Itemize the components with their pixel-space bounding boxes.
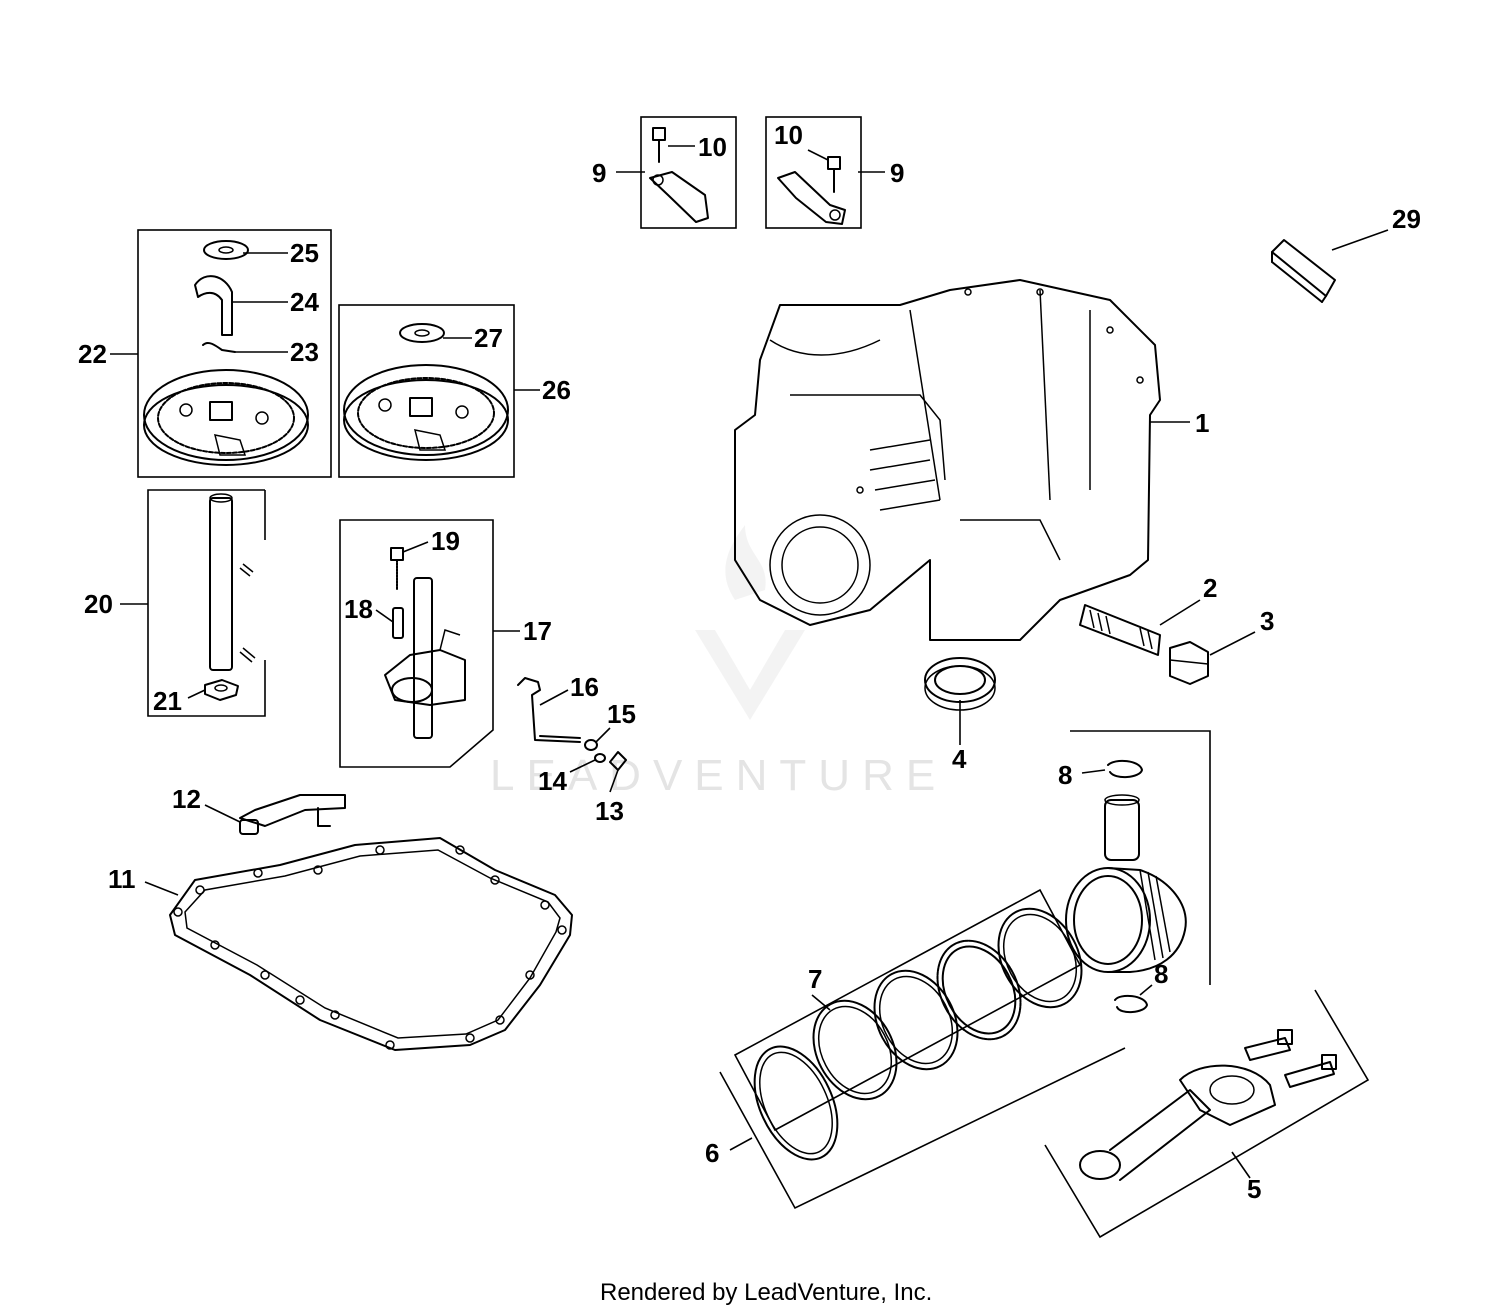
callout-9-left: 9: [592, 158, 606, 188]
shaft-20-box: [147, 489, 266, 717]
callout-25: 25: [290, 238, 319, 268]
callout-5: 5: [1247, 1174, 1261, 1204]
callout-22: 22: [78, 339, 107, 369]
callout-21: 21: [153, 686, 182, 716]
part-3-nut: [1169, 641, 1209, 685]
part-7-rings: [812, 907, 1083, 1101]
callout-7: 7: [808, 964, 822, 994]
callout-labels: 1 2 3 4 5 6 7 8 8 9 9 10 10 11 12 13 14 …: [78, 120, 1421, 1204]
callout-10-right: 10: [774, 120, 803, 150]
part-19-bolt: [390, 547, 404, 591]
callout-29: 29: [1392, 204, 1421, 234]
ring-set-box: [733, 888, 1082, 1132]
part-18-pin: [392, 607, 404, 639]
part-14-oring: [594, 753, 606, 763]
callout-12: 12: [172, 784, 201, 814]
callout-26: 26: [542, 375, 571, 405]
leader-lines: [110, 145, 1389, 1179]
callout-17: 17: [523, 616, 552, 646]
callout-15: 15: [607, 699, 636, 729]
callout-14: 14: [538, 766, 567, 796]
part-8-clip-top: [1107, 759, 1143, 778]
part-6-ring: [753, 1045, 839, 1161]
part-26-gear: [343, 364, 509, 461]
callout-3: 3: [1260, 606, 1274, 636]
callout-1: 1: [1195, 408, 1209, 438]
callout-19: 19: [431, 526, 460, 556]
callout-10-left: 10: [698, 132, 727, 162]
callout-24: 24: [290, 287, 319, 317]
watermark-text: LEADVENTURE: [490, 751, 947, 800]
part-13-clip: [609, 751, 627, 771]
part-17-oil-pump: [384, 577, 466, 739]
part-20-shaft: [209, 493, 256, 671]
callout-4: 4: [952, 744, 967, 774]
part-24-flyweight: [194, 275, 233, 336]
part-5-connecting-rod: [1079, 1029, 1337, 1181]
part-22-cam-gear: [143, 369, 309, 466]
bracket-right-part: [777, 156, 846, 225]
callout-11: 11: [108, 864, 136, 894]
piston: [1065, 867, 1187, 973]
callout-27: 27: [474, 323, 503, 353]
part-21-nut: [204, 679, 239, 701]
piston-bracket-line: [1070, 730, 1211, 985]
callout-2: 2: [1203, 573, 1217, 603]
part-15-washer: [584, 739, 598, 751]
part-27-washer: [399, 323, 445, 343]
watermark-logo: [695, 525, 805, 720]
part-16-tube: [517, 677, 581, 743]
part-12-breather-tube: [239, 794, 346, 835]
bracket-left-part: [649, 127, 709, 223]
part-2-stud: [1079, 604, 1161, 656]
callout-20: 20: [84, 589, 113, 619]
part-25-washer: [203, 240, 249, 260]
pump-17-box: [339, 519, 494, 768]
callout-8-top: 8: [1058, 760, 1072, 790]
ring-group-line: [719, 1047, 1126, 1210]
callout-18: 18: [344, 594, 373, 624]
conrod-box: [1044, 989, 1370, 1239]
gear-26-box: [338, 304, 515, 478]
part-8-clip-bottom: [1114, 994, 1148, 1013]
piston-pin: [1104, 794, 1140, 861]
callout-23: 23: [290, 337, 319, 367]
footer-credit: Rendered by LeadVenture, Inc.: [600, 1279, 932, 1306]
callout-13: 13: [595, 796, 624, 826]
callout-6: 6: [705, 1138, 719, 1168]
part-1-crankcase: [734, 279, 1161, 641]
callout-9-right: 9: [890, 158, 904, 188]
callout-16: 16: [570, 672, 599, 702]
part-23-pin: [202, 341, 236, 353]
part-11-gasket: [169, 837, 573, 1051]
callout-8-bottom: 8: [1154, 959, 1168, 989]
part-29-spacer: [1271, 239, 1336, 303]
